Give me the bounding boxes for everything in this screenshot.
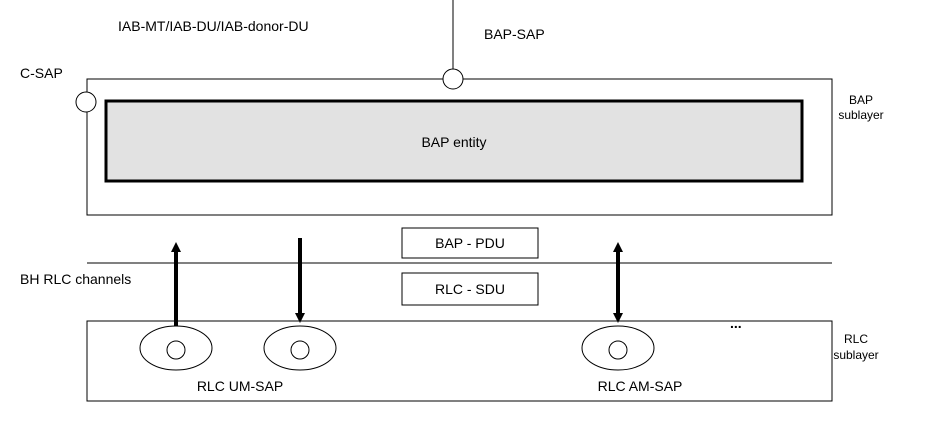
c-sap-circle xyxy=(75,91,97,113)
bap-entity-box xyxy=(104,99,804,183)
rlc-sublayer-label-line2: sublayer xyxy=(833,348,878,362)
c-sap-label: C-SAP xyxy=(20,65,63,81)
rlc-um-sap-label: RLC UM-SAP xyxy=(197,378,283,394)
bap-sap-label: BAP-SAP xyxy=(484,26,545,42)
bap-sap-circle xyxy=(442,68,464,90)
rlc-um-sap-circle-2 xyxy=(290,340,310,360)
rlc-sublayer-label-line1: RLC xyxy=(844,332,868,346)
more-channels-ellipsis: ... xyxy=(730,315,742,331)
bap-pdu-box xyxy=(401,227,539,259)
bap-sublayer-label-line1: BAP xyxy=(849,93,873,107)
rlc-sdu-box xyxy=(401,272,539,306)
rlc-sublayer-box xyxy=(86,320,833,402)
bap-pdu-label: BAP - PDU xyxy=(435,235,505,251)
header-label: IAB-MT/IAB-DU/IAB-donor-DU xyxy=(118,18,309,34)
bap-entity-label: BAP entity xyxy=(421,134,486,150)
rlc-sdu-label: RLC - SDU xyxy=(435,281,505,297)
rlc-am-sap-circle xyxy=(608,340,628,360)
bap-sublayer-label-line2: sublayer xyxy=(838,108,883,122)
bh-rlc-channels-label: BH RLC channels xyxy=(20,271,131,287)
rlc-am-sap-label: RLC AM-SAP xyxy=(598,378,683,394)
rlc-um-sap-circle-1 xyxy=(166,340,186,360)
